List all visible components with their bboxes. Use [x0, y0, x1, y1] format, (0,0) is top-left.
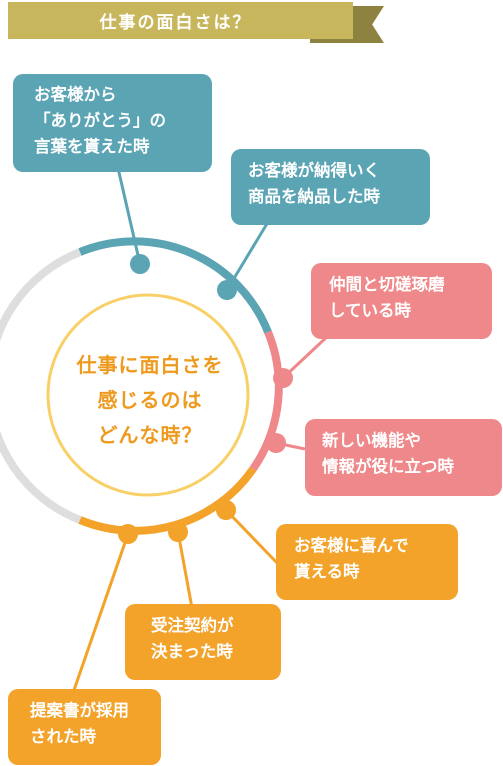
connector-line-3: [281, 332, 332, 380]
connector-line-1: [116, 167, 142, 265]
ring-dot-4: [266, 433, 286, 453]
reason-card-customer-joy: お客様に喜んで 貰える時: [276, 524, 458, 600]
reason-card-delivery: お客様が納得いく 商品を納品した時: [231, 149, 430, 225]
ring-dot-7: [118, 524, 138, 544]
reason-card-new-features: 新しい機能や 情報が役に立つ時: [305, 419, 502, 496]
ring-dot-3: [273, 368, 293, 388]
ring-dot-6: [168, 522, 188, 542]
reason-card-thanks: お客様から 「ありがとう」の 言葉を貰えた時: [13, 74, 212, 172]
header-banner: 仕事の面白さは？: [8, 2, 353, 39]
reason-card-contract: 受注契約が 決まった時: [125, 604, 281, 680]
page-title: 仕事の面白さは？: [99, 13, 252, 33]
ring-dots: [118, 254, 293, 544]
reason-card-colleagues: 仲間と切磋琢磨 している時: [311, 263, 492, 339]
connector-lines: [71, 167, 332, 694]
center-circle: [46, 293, 250, 497]
ring-segment-gray: [0, 248, 82, 524]
reason-card-proposal: 提案書が採用 された時: [8, 689, 161, 765]
connector-line-7: [71, 533, 130, 694]
ring-segment-pink: [249, 330, 283, 472]
ring-dot-1: [130, 254, 150, 274]
ring-segment-teal: [78, 237, 272, 334]
connector-line-5: [224, 508, 282, 568]
center-question: 仕事に面白さを 感じるのは どんな時？: [76, 353, 224, 447]
connector-line-6: [176, 531, 194, 609]
ring-dot-2: [217, 280, 237, 300]
ring-dot-5: [216, 500, 236, 520]
